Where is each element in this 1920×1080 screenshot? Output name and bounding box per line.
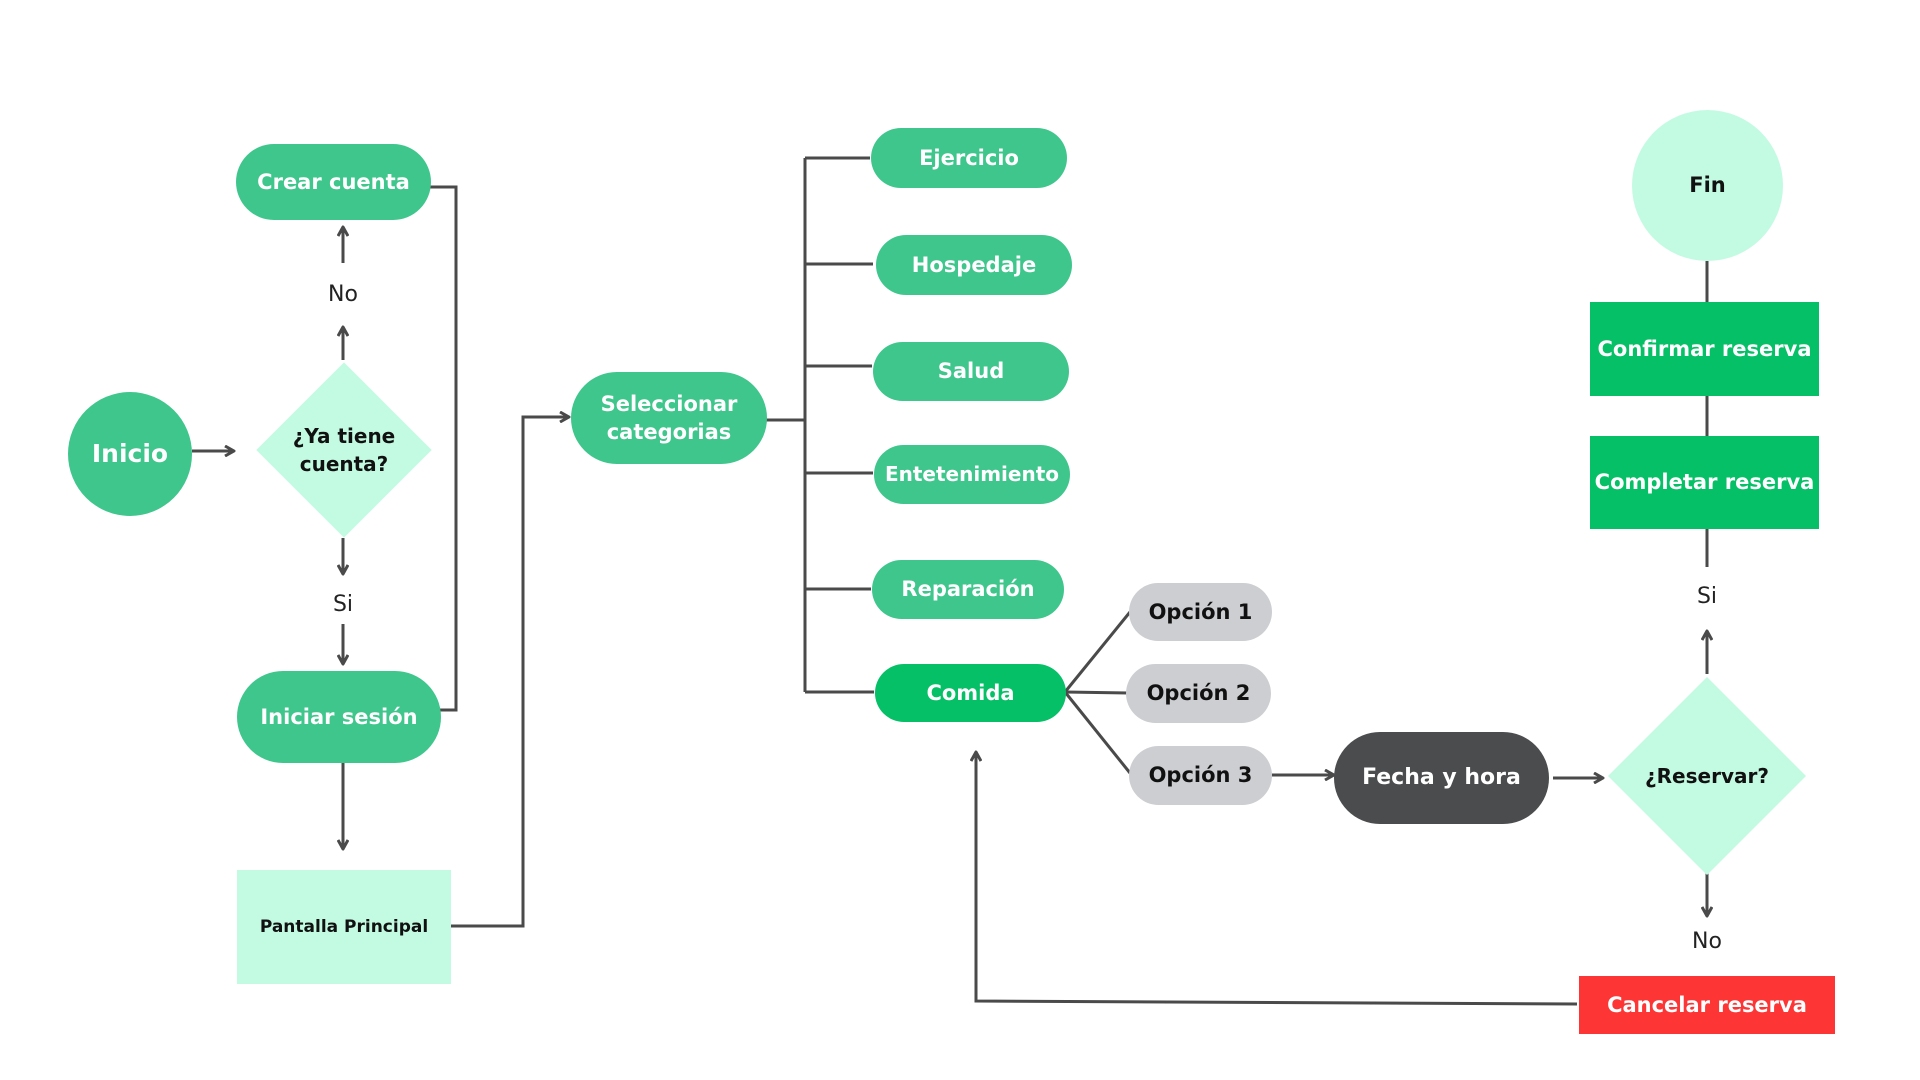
option-3[interactable]: Opción 3 — [1129, 746, 1272, 805]
edge-comida-op1 — [1063, 611, 1132, 693]
edge-comida-op3 — [1063, 691, 1132, 774]
node-completar-reserva[interactable]: Completar reserva — [1590, 436, 1819, 529]
edge-crear-iniciar — [430, 185, 458, 712]
node-crear-cuenta-label: Crear cuenta — [257, 169, 410, 194]
node-seleccionar-categorias-label: Seleccionar categorias — [600, 391, 738, 444]
option-2[interactable]: Opción 2 — [1126, 664, 1271, 723]
node-cancelar-reserva[interactable]: Cancelar reserva — [1579, 976, 1835, 1034]
category-ejercicio[interactable]: Ejercicio — [871, 128, 1067, 188]
option-2-label: Opción 2 — [1146, 681, 1251, 706]
edge-cancelar-comida — [976, 753, 1578, 1006]
node-fin-label: Fin — [1689, 173, 1726, 198]
node-confirmar-reserva[interactable]: Confirmar reserva — [1590, 302, 1819, 396]
decision-reservar[interactable]: ¿Reservar? — [1607, 677, 1807, 875]
node-fin[interactable]: Fin — [1632, 110, 1783, 261]
decision-reservar-label: ¿Reservar? — [1645, 764, 1769, 788]
edge-label-no-reservar: No — [1692, 929, 1722, 954]
edge-label-no-cuenta: No — [328, 282, 358, 307]
category-ejercicio-label: Ejercicio — [919, 145, 1019, 170]
edge-label-si-cuenta: Si — [332, 592, 354, 617]
category-hospedaje[interactable]: Hospedaje — [876, 235, 1072, 295]
node-seleccionar-categorias[interactable]: Seleccionar categorias — [571, 372, 767, 464]
node-confirmar-reserva-label: Confirmar reserva — [1597, 336, 1812, 361]
edge-label-si-reservar: Si — [1696, 584, 1718, 609]
category-salud-label: Salud — [937, 359, 1005, 384]
node-inicio[interactable]: Inicio — [68, 392, 192, 516]
category-salud[interactable]: Salud — [873, 342, 1069, 401]
category-entretenimiento-label: Entetenimiento — [884, 462, 1060, 486]
decision-tiene-cuenta-label: ¿Ya tiene cuenta? — [292, 424, 396, 476]
node-cancelar-reserva-label: Cancelar reserva — [1607, 992, 1807, 1017]
option-1[interactable]: Opción 1 — [1129, 583, 1272, 641]
node-pantalla-principal-label: Pantalla Principal — [259, 916, 429, 937]
node-pantalla-principal[interactable]: Pantalla Principal — [237, 870, 451, 984]
node-crear-cuenta[interactable]: Crear cuenta — [236, 144, 431, 220]
option-1-label: Opción 1 — [1148, 599, 1253, 624]
category-reparacion[interactable]: Reparación — [872, 560, 1064, 619]
node-inicio-label: Inicio — [91, 439, 169, 469]
edge-pantalla-seleccionar — [450, 417, 568, 928]
node-fecha-hora-label: Fecha y hora — [1362, 765, 1521, 791]
category-comida[interactable]: Comida — [875, 664, 1066, 722]
option-3-label: Opción 3 — [1148, 763, 1253, 788]
category-entretenimiento[interactable]: Entetenimiento — [874, 445, 1070, 504]
category-reparacion-label: Reparación — [901, 577, 1035, 602]
node-fecha-hora[interactable]: Fecha y hora — [1334, 732, 1549, 824]
category-hospedaje-label: Hospedaje — [911, 252, 1037, 277]
node-iniciar-sesion[interactable]: Iniciar sesión — [237, 671, 441, 763]
node-completar-reserva-label: Completar reserva — [1594, 470, 1815, 495]
node-iniciar-sesion-label: Iniciar sesión — [260, 704, 418, 729]
decision-tiene-cuenta[interactable]: ¿Ya tiene cuenta? — [246, 362, 442, 538]
category-comida-label: Comida — [926, 680, 1015, 705]
edge-comida-op2 — [1064, 690, 1129, 695]
